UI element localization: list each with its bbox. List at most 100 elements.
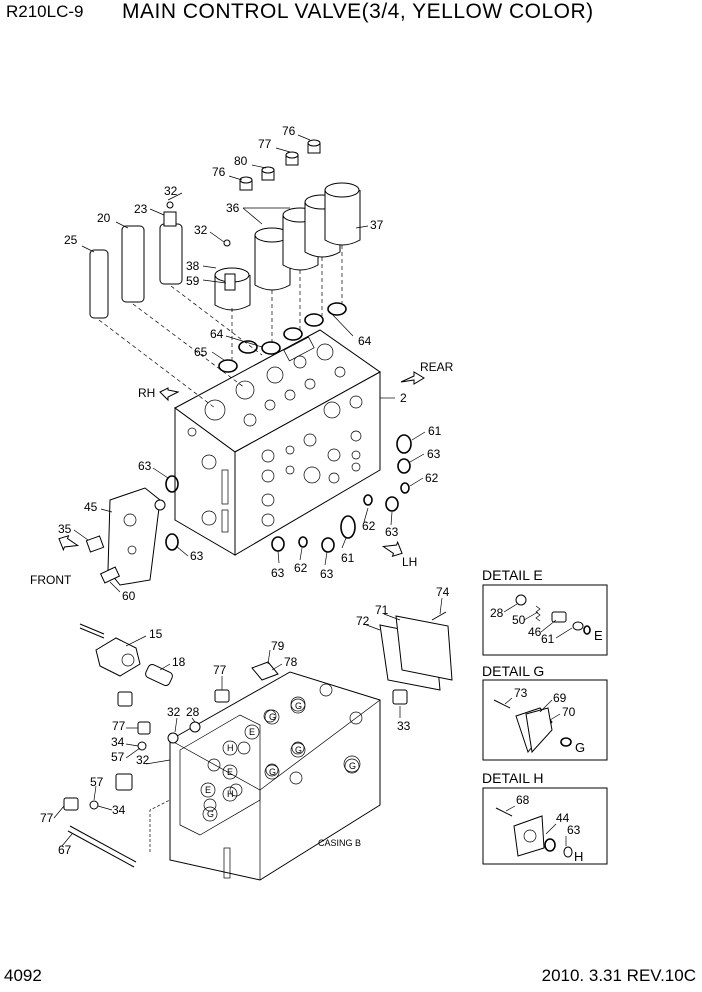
- zone-h-marker: H: [227, 743, 234, 753]
- detail-h: DETAIL H 68 44 63 H: [482, 770, 608, 865]
- detail-e-title: DETAIL E: [482, 567, 543, 583]
- callout: 35: [58, 522, 72, 536]
- callout: 64: [358, 334, 372, 348]
- callout: 2: [400, 391, 407, 405]
- zone-h-marker: H: [227, 789, 234, 799]
- zone-g-marker: G: [349, 761, 356, 771]
- page-number: 4092: [4, 966, 42, 985]
- detail-e-letter: E: [594, 628, 603, 643]
- spool-caps: [214, 139, 361, 311]
- direction-lh-label: LH: [402, 555, 417, 569]
- detail-g-letter: G: [575, 740, 585, 755]
- callout: 63: [190, 549, 204, 563]
- direction-front-label: FRONT: [30, 573, 72, 587]
- callout: 32: [164, 184, 178, 198]
- callout: 67: [58, 843, 72, 857]
- callout: 57: [111, 750, 125, 764]
- callout: 71: [375, 603, 389, 617]
- valve-block: [174, 329, 381, 556]
- zone-e-marker: E: [205, 785, 211, 795]
- callout: 59: [186, 274, 200, 288]
- detail-e-callout: 28: [490, 606, 504, 620]
- callout: 63: [427, 447, 441, 461]
- callout: 18: [172, 655, 186, 669]
- zone-e-marker: E: [227, 767, 233, 777]
- direction-rh-label: RH: [138, 386, 155, 400]
- callout: 64: [210, 327, 224, 341]
- callout: 34: [111, 735, 125, 749]
- callout: 77: [112, 719, 126, 733]
- callout: 62: [294, 561, 308, 575]
- callout: 62: [362, 519, 376, 533]
- callout: 25: [64, 233, 78, 247]
- callout: 74: [436, 585, 450, 599]
- callout: 63: [138, 459, 152, 473]
- detail-h-callout: 63: [567, 823, 581, 837]
- callout: 76: [212, 165, 226, 179]
- revision-date: 2010. 3.31 REV.10C: [541, 966, 696, 985]
- model-code: R210LC-9: [6, 2, 84, 21]
- detail-h-letter: H: [574, 849, 583, 864]
- callout: 38: [186, 259, 200, 273]
- detail-g: DETAIL G 73 69 70 G: [482, 663, 608, 761]
- callouts-lower: 74 71 72 15 79 78 18 77 32 28 33 77 34 5…: [40, 585, 450, 857]
- callout: 61: [341, 551, 355, 565]
- callout: 33: [397, 719, 411, 733]
- detail-g-callout: 70: [562, 705, 576, 719]
- zone-g-marker: G: [295, 701, 302, 711]
- callout: 20: [97, 211, 111, 225]
- callout: 63: [271, 566, 285, 580]
- direction-rear-label: REAR: [420, 360, 454, 374]
- zone-g-marker: G: [207, 809, 214, 819]
- callout: 76: [282, 124, 296, 138]
- zone-e-marker: E: [249, 727, 255, 737]
- casing-b-label: CASING B: [318, 838, 361, 848]
- callout: 62: [425, 471, 439, 485]
- detail-h-callout: 68: [516, 793, 530, 807]
- callout: 63: [385, 525, 399, 539]
- detail-e-callout: 46: [528, 625, 542, 639]
- detail-e-callout: 61: [541, 632, 555, 646]
- callout: 32: [136, 753, 150, 767]
- callout: 77: [213, 663, 227, 677]
- callout: 28: [186, 705, 200, 719]
- zone-g-marker: G: [269, 712, 276, 722]
- callout: 15: [149, 627, 163, 641]
- callout: 60: [122, 589, 136, 603]
- callout: 45: [84, 500, 98, 514]
- callout: 34: [112, 803, 126, 817]
- detail-h-title: DETAIL H: [482, 770, 543, 786]
- callout: 72: [356, 614, 370, 628]
- callout: 32: [194, 223, 208, 237]
- page-title: MAIN CONTROL VALVE(3/4, YELLOW COLOR): [122, 0, 594, 23]
- detail-h-callout: 44: [556, 811, 570, 825]
- callout: 63: [320, 567, 334, 581]
- direction-arrows: [58, 371, 425, 558]
- callout: 79: [271, 639, 285, 653]
- leader-lines-lower: [53, 597, 443, 847]
- zone-g-marker: G: [295, 745, 302, 755]
- lower-parts: [63, 611, 453, 811]
- callout: 23: [134, 202, 148, 216]
- callout: 36: [226, 201, 240, 215]
- side-cover: [85, 487, 166, 586]
- zone-markers: G G G G G G E E E H H: [200, 698, 360, 822]
- callout: 77: [40, 811, 54, 825]
- callout: 37: [370, 218, 384, 232]
- callout: 57: [90, 775, 104, 789]
- o-rings-upper: [165, 302, 412, 553]
- callout: 32: [167, 705, 181, 719]
- detail-g-callout: 73: [514, 686, 528, 700]
- detail-g-title: DETAIL G: [482, 663, 544, 679]
- detail-e: DETAIL E 28 50 46 61 E: [482, 567, 608, 656]
- zone-g-marker: G: [269, 767, 276, 777]
- cartridge-valves: [89, 201, 231, 319]
- callout: 65: [194, 345, 208, 359]
- detail-g-callout: 69: [553, 691, 567, 705]
- callout: 80: [234, 154, 248, 168]
- detail-e-callout: 50: [512, 613, 526, 627]
- callout: 77: [258, 137, 272, 151]
- callout: 78: [284, 655, 298, 669]
- callouts-upper: 76 77 80 76 36 37 32 23 20 25 32 38 59 6…: [58, 124, 442, 603]
